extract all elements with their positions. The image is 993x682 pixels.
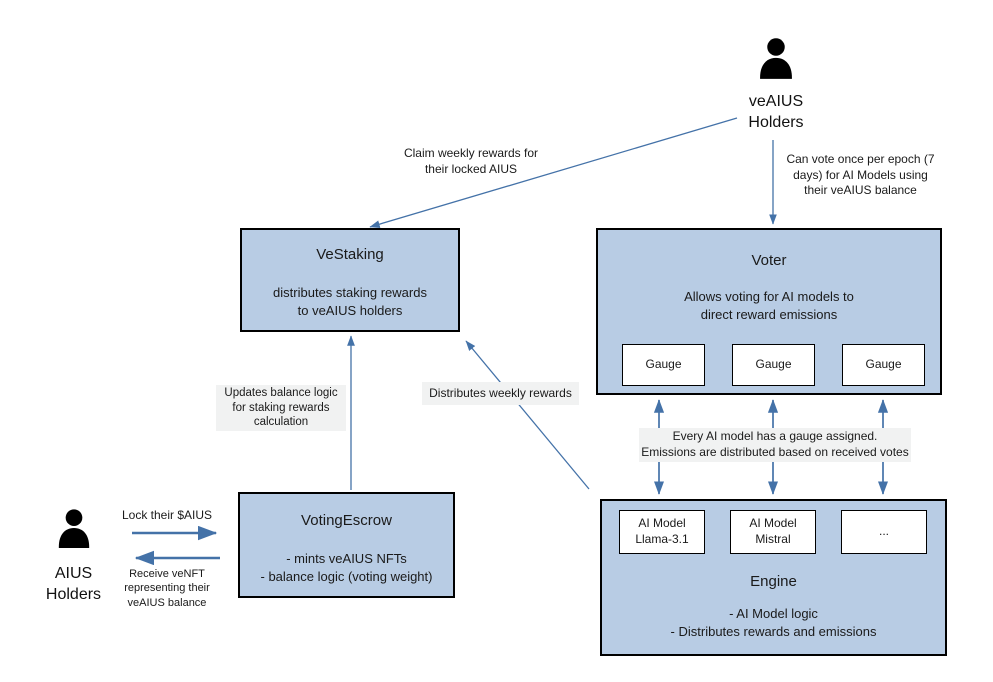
gauge-box: Gauge xyxy=(732,344,815,386)
gauge-box: Gauge xyxy=(842,344,925,386)
actor-aius-holders: AIUS Holders xyxy=(16,504,131,606)
ai-model-box: ... xyxy=(841,510,927,554)
label-receive-venft: Receive veNFT representing their veAIUS … xyxy=(124,568,210,609)
voter-box: Voter Allows voting for AI models to dir… xyxy=(596,228,942,395)
ai-model-row: AI Model Llama-3.1 AI Model Mistral ... xyxy=(602,510,945,554)
aius-holders-label: AIUS Holders xyxy=(45,565,102,603)
arrow-claim-rewards xyxy=(369,117,738,228)
votingescrow-box: VotingEscrow - mints veAIUS NFTs - balan… xyxy=(238,492,455,598)
actor-veaius-holders: veAIUS Holders xyxy=(716,36,836,134)
engine-title: Engine xyxy=(750,573,797,590)
engine-body: - AI Model logic - Distributes rewards a… xyxy=(670,606,877,639)
label-distributes-weekly: Distributes weekly rewards xyxy=(422,382,579,405)
ai-model-box: AI Model Mistral xyxy=(730,510,816,554)
gauge-box: Gauge xyxy=(622,344,705,386)
gauge-row: Gauge Gauge Gauge xyxy=(598,344,940,386)
label-gauge-note: Every AI model has a gauge assigned. Emi… xyxy=(639,428,911,462)
label-lock-aius: Lock their $AIUS xyxy=(121,508,213,522)
label-updates-balance: Updates balance logic for staking reward… xyxy=(216,385,346,431)
votingescrow-title: VotingEscrow xyxy=(301,512,392,529)
voter-body: Allows voting for AI models to direct re… xyxy=(684,289,854,322)
vestaking-body: distributes staking rewards to veAIUS ho… xyxy=(273,285,427,318)
person-icon-aius xyxy=(58,509,89,548)
vestaking-box: VeStaking distributes staking rewards to… xyxy=(240,228,460,332)
voter-title: Voter xyxy=(751,252,787,269)
arrow-distributes-weekly xyxy=(465,340,590,490)
votingescrow-body: - mints veAIUS NFTs - balance logic (vot… xyxy=(260,551,433,584)
label-vote-epoch: Can vote once per epoch (7 days) for AI … xyxy=(786,152,935,198)
ai-model-box: AI Model Llama-3.1 xyxy=(619,510,705,554)
label-claim-rewards: Claim weekly rewards for their locked AI… xyxy=(403,146,539,176)
engine-box: AI Model Llama-3.1 AI Model Mistral ... … xyxy=(600,499,947,656)
veaius-holders-label: veAIUS Holders xyxy=(748,93,804,131)
person-icon-veaius xyxy=(760,38,792,79)
vestaking-title: VeStaking xyxy=(316,246,384,263)
